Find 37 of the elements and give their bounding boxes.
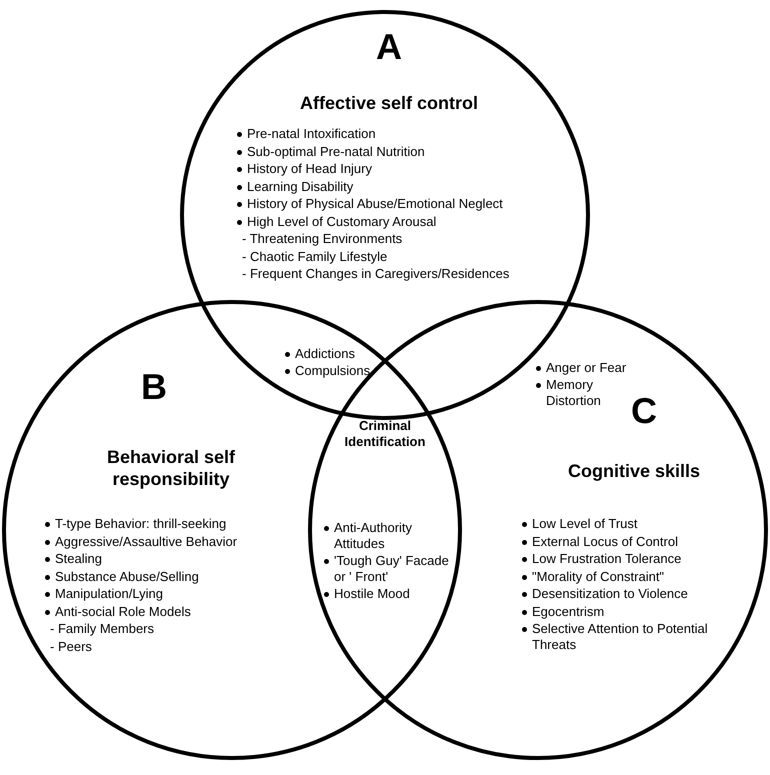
list-item: Low Frustration Tolerance (521, 551, 732, 567)
list-item: Aggressive/Assaultive Behavior (44, 534, 295, 550)
region-label: Criminal Identification (344, 418, 426, 450)
list-item: T-type Behavior: thrill-seeking (44, 516, 295, 532)
circle-letter: A (376, 26, 402, 68)
list-item: Desensitization to Violence (521, 586, 732, 602)
circle-letter: B (141, 366, 167, 408)
list-item: Anger or Fear (535, 360, 656, 376)
list-item: Pre-natal Intoxification (236, 126, 592, 142)
list-item: Learning Disability (236, 178, 592, 194)
list-item: Selective Attention to Potential Threats (521, 621, 732, 653)
list-item: Sub-optimal Pre-natal Nutrition (236, 144, 592, 160)
list-item: - Threatening Environments (241, 231, 404, 247)
circle-heading: Cognitive skills (566, 460, 702, 482)
list-item: Stealing (44, 551, 295, 567)
list-item: Egocentrism (521, 604, 732, 620)
list-item: Hostile Mood (323, 586, 444, 602)
list-item: Anti-Authority Attitudes (323, 520, 444, 552)
list-item: Low Level of Trust (521, 516, 732, 532)
list-item: High Level of Customary Arousal (236, 214, 592, 230)
venn-circle (2, 300, 462, 760)
circle-heading: Affective self control (298, 92, 480, 114)
list-item: - Peers (49, 638, 93, 654)
list-item: External Locus of Control (521, 534, 732, 550)
list-item: Compulsions (284, 363, 405, 379)
list-item: - Frequent Changes in Caregivers/Residences (241, 266, 510, 282)
list-item: "Morality of Constraint" (521, 568, 732, 584)
circle-heading: Behavioral self responsibility (106, 446, 236, 490)
list-item: History of Physical Abuse/Emotional Neglect (236, 196, 592, 212)
list-item: Substance Abuse/Selling (44, 568, 295, 584)
list-item: - Chaotic Family Lifestyle (241, 248, 388, 264)
list-item: Anti-social Role Models (44, 604, 295, 620)
list-item: Addictions (284, 346, 405, 362)
list-item: Manipulation/Lying (44, 586, 295, 602)
list-item: History of Head Injury (236, 161, 592, 177)
list-item: 'Tough Guy' Facade or ' Front' (323, 553, 456, 585)
list-item: - Family Members (49, 621, 156, 637)
